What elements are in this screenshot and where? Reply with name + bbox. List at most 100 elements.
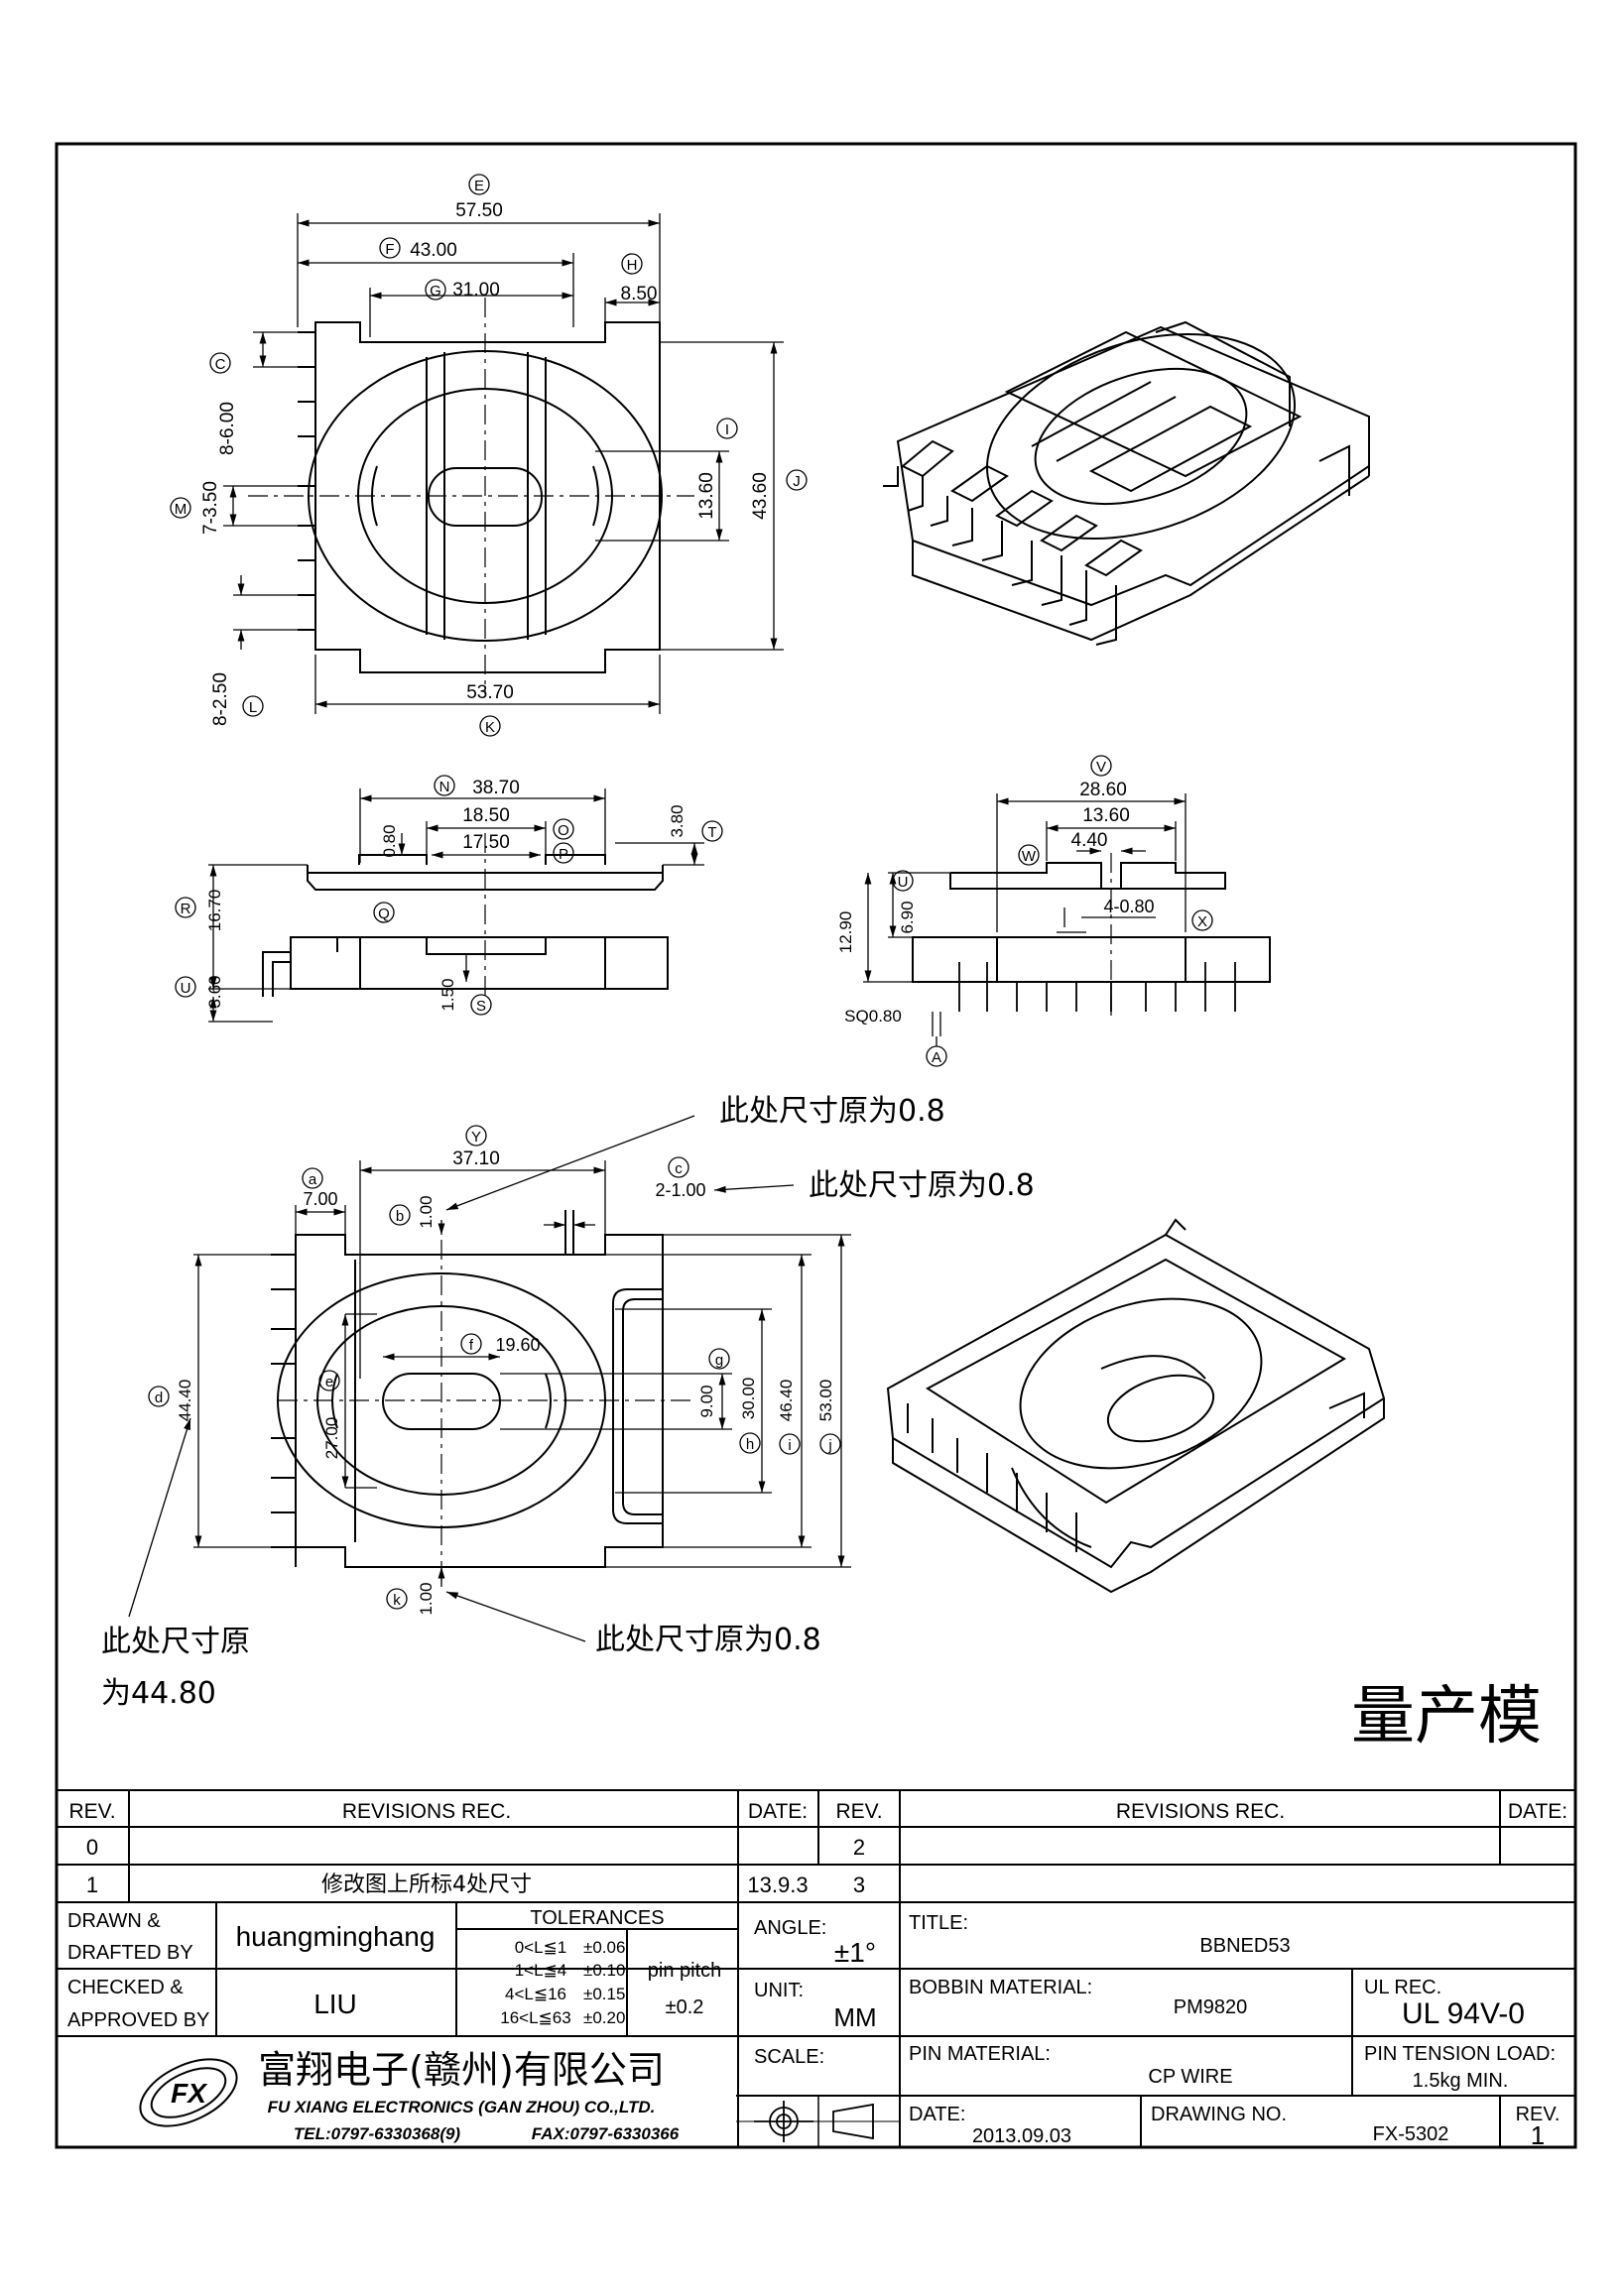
tag-c: c (675, 1160, 683, 1177)
tag-d: d (155, 1390, 163, 1406)
rev2-row-0: 2 (853, 1835, 865, 1860)
note-c-dim: 此处尺寸原为0.8 (809, 1168, 1035, 1203)
dim-c: 2-1.00 (655, 1180, 705, 1200)
tag-i: i (788, 1437, 791, 1454)
dim-E: 57.50 (455, 200, 503, 221)
tol-value-2: ±0.15 (583, 1985, 625, 2003)
date-header: DATE: (748, 1800, 808, 1823)
pin-material-value: CP WIRE (1148, 2066, 1232, 2088)
scale-label: SCALE: (754, 2046, 824, 2068)
title-label: TITLE: (909, 1912, 968, 1934)
dim-W: 4.40 (1071, 830, 1108, 851)
drawing-no-label: DRAWING NO. (1151, 2104, 1287, 2125)
dim-h: 30.00 (739, 1378, 758, 1420)
tag-h: h (746, 1436, 754, 1453)
tag-C: C (215, 356, 226, 373)
dim-A: SQ0.80 (844, 1007, 902, 1026)
dim-U-front: 3.60 (205, 975, 224, 1008)
iso-view-top (896, 320, 1370, 642)
ul-label: UL REC. (1364, 1977, 1441, 1998)
tag-J: J (793, 473, 801, 490)
tag-O: O (558, 822, 569, 839)
dim-H: 8.50 (621, 284, 658, 304)
rev2-row-1: 3 (853, 1873, 865, 1897)
drawn-label-2: DRAFTED BY (67, 1942, 193, 1964)
top-view-labels: E 57.50 F 43.00 G 31.00 H 8.50 I 13.60 J… (170, 174, 808, 737)
tag-Y: Y (471, 1129, 481, 1146)
rev-row-1: 1 (86, 1873, 98, 1897)
bottom-view-labels: Y 37.10 a 7.00 b 1.00 c 2-1.00 f 19.60 g… (148, 1125, 841, 1616)
tag-T: T (707, 824, 716, 841)
dim-X: 4-0.80 (1103, 897, 1154, 916)
dim-K: 53.70 (466, 682, 514, 703)
bottom-view (271, 1210, 694, 1587)
tag-W: W (1022, 848, 1037, 865)
tag-E: E (474, 178, 484, 194)
date-value: 2013.09.03 (972, 2125, 1071, 2147)
dim-I: 13.60 (696, 472, 717, 520)
tag-H: H (627, 257, 638, 274)
dim-S: 1.50 (438, 978, 457, 1011)
title-value: BBNED53 (1199, 1935, 1290, 1957)
pin-pitch-value: ±0.2 (666, 1996, 704, 2018)
company-fax: FAX:0797-6330366 (532, 2124, 680, 2143)
tolerances-label: TOLERANCES (530, 1907, 664, 1929)
side-view (912, 853, 1271, 1022)
dim-T: 3.80 (668, 804, 687, 837)
title-block-text: REV. REVISIONS REC. DATE: REV. REVISIONS… (67, 1800, 1567, 2150)
dim-R: 16.70 (205, 890, 224, 932)
dim-side-height: 12.90 (836, 911, 855, 954)
pin-material-label: PIN MATERIAL: (909, 2043, 1051, 2065)
tag-G: G (430, 283, 441, 300)
ul-value: UL 94V-0 (1402, 1997, 1525, 2030)
drawing-no-value: FX-5302 (1373, 2123, 1449, 2145)
tol-value-3: ±0.20 (583, 2008, 625, 2027)
bottom-view-dimensions (193, 1160, 851, 1587)
tag-M: M (175, 501, 187, 518)
bobbin-label: BOBBIN MATERIAL: (909, 1977, 1092, 1998)
tag-e: e (325, 1374, 333, 1390)
dim-M: 7-3.50 (200, 481, 221, 535)
tag-P: P (559, 846, 568, 863)
note-left-line1: 此处尺寸原 (101, 1625, 250, 1659)
dim-080: 0.80 (380, 824, 399, 857)
dim-F: 43.00 (410, 240, 457, 261)
unit-label: UNIT: (754, 1980, 804, 2001)
bobbin-value: PM9820 (1174, 1996, 1248, 2018)
dim-e: 27.00 (322, 1417, 341, 1460)
rev-header: REV. (68, 1800, 115, 1823)
dim-O: 18.50 (462, 805, 510, 826)
tag-I: I (725, 422, 729, 438)
tol-range-0: 0<L≦1 (515, 1938, 567, 1957)
checked-by: LIU (313, 1989, 357, 2019)
pin-pitch-label: pin pitch (648, 1960, 722, 1982)
dim-f: 19.60 (495, 1335, 540, 1355)
tag-U-front: U (181, 980, 191, 997)
angle-label: ANGLE: (754, 1917, 826, 1939)
dim-j: 53.00 (816, 1380, 835, 1422)
pin-tension-value: 1.5kg MIN. (1413, 2070, 1509, 2092)
dim-J: 43.60 (750, 472, 771, 520)
drawn-by: huangminghang (236, 1921, 436, 1952)
rev-label: REV. (1516, 2104, 1561, 2125)
iso-view-top-pins (883, 439, 1143, 646)
dim-b: 1.00 (417, 1195, 436, 1228)
date-header-2: DATE: (1508, 1800, 1567, 1823)
tag-a: a (309, 1171, 317, 1188)
sheet-border (55, 142, 1577, 2149)
dim-C: 8-6.00 (217, 402, 238, 455)
tag-j: j (827, 1437, 831, 1454)
dim-V: 28.60 (1079, 780, 1127, 800)
dim-P: 17.50 (462, 832, 510, 853)
front-view-dimensions (208, 788, 704, 1023)
title-block-grid (57, 1789, 1575, 2147)
note-left-line2: 为44.80 (101, 1676, 216, 1711)
notes: 此处尺寸原为0.8 此处尺寸原为0.8 此处尺寸原为0.8 此处尺寸原 为44.… (101, 1094, 1542, 1753)
tag-g: g (715, 1352, 723, 1369)
company-tel: TEL:0797-6330368(9) (294, 2124, 461, 2143)
dim-d: 44.40 (176, 1380, 194, 1422)
rev-header-2: REV. (835, 1800, 882, 1823)
dim-g: 9.00 (697, 1385, 716, 1417)
dim-k: 1.00 (417, 1582, 436, 1615)
